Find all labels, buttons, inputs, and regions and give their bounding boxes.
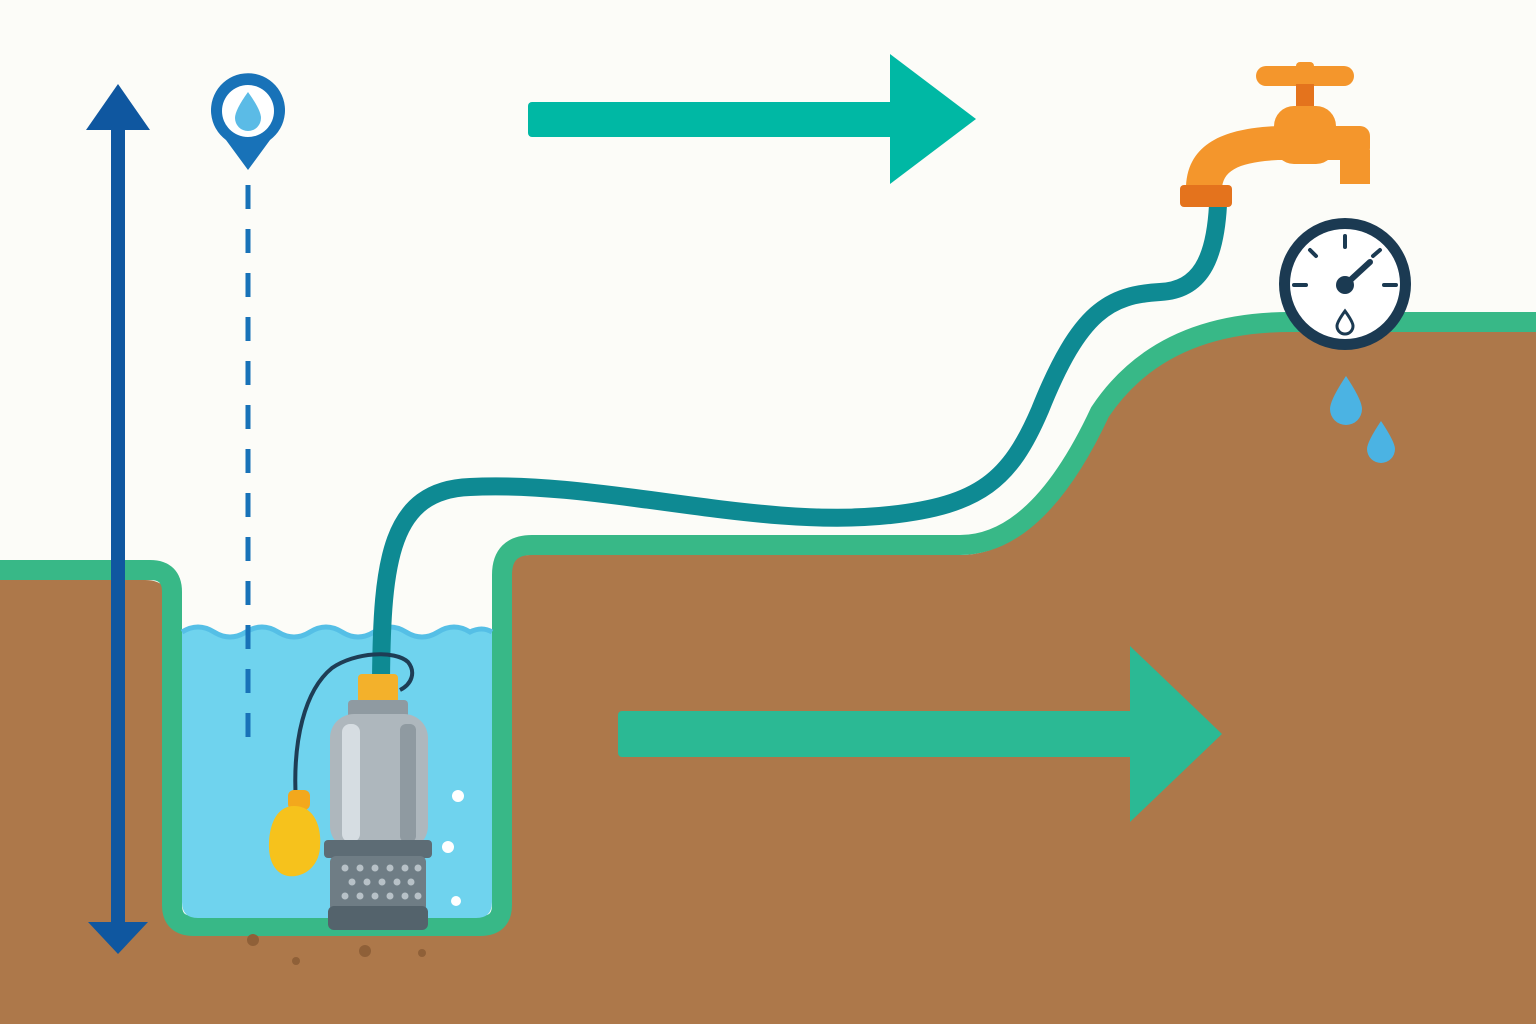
water-drop-icon — [1367, 421, 1395, 463]
pebble — [359, 945, 371, 957]
bubble — [451, 896, 461, 906]
float-switch-icon — [268, 790, 321, 877]
water-drop-icon — [1330, 376, 1362, 425]
location-pin-water-drop-icon — [211, 73, 285, 170]
pebble — [292, 957, 300, 965]
submersible-pump-icon — [324, 674, 432, 930]
water-surface — [180, 624, 494, 640]
hose — [372, 196, 1227, 689]
pressure-gauge-icon — [1279, 218, 1411, 350]
arrow-right-icon — [618, 646, 1222, 822]
pebble — [247, 934, 259, 946]
double-arrow-vertical-icon — [86, 84, 150, 954]
bubble — [452, 790, 464, 802]
soil — [0, 330, 1536, 1024]
arrow-right-icon — [528, 54, 976, 184]
float-cable — [293, 652, 415, 804]
faucet-tap-icon — [1180, 62, 1370, 207]
pebble — [418, 949, 426, 957]
grass-line — [0, 312, 1536, 936]
bubble — [442, 841, 454, 853]
